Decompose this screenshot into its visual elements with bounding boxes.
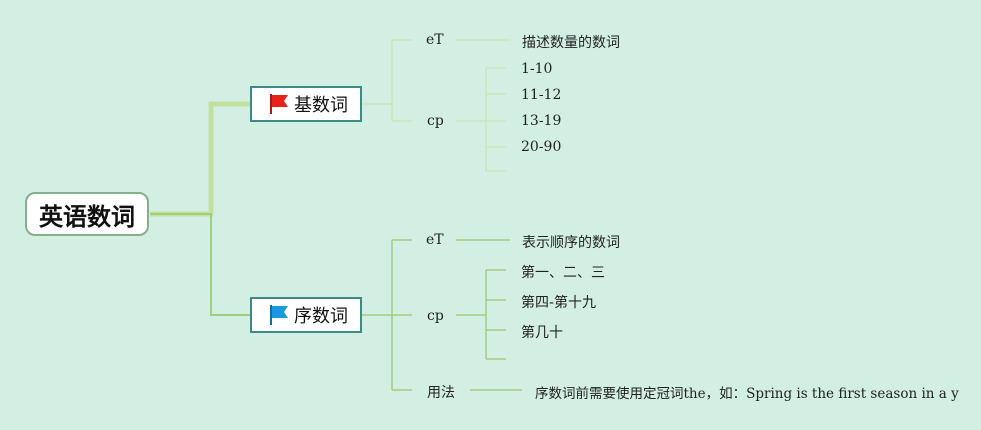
leaf-ordinal-definition[interactable]: 表示顺序的数词 <box>522 232 620 252</box>
blue-flag-icon <box>270 305 288 325</box>
leaf-label: 描述数量的数词 <box>522 35 620 51</box>
root-topic[interactable]: 英语数词 <box>25 192 149 236</box>
subtopic-ordinal-usage[interactable]: 用法 <box>427 382 455 402</box>
root-topic-label: 英语数词 <box>39 202 135 231</box>
subtopic-ordinal-cp[interactable]: cp <box>427 308 444 324</box>
connector-root-to-cardinal <box>150 101 250 217</box>
leaf-cardinal-range-2[interactable]: 11-12 <box>521 87 561 103</box>
subtopic-cardinal-et[interactable]: eT <box>426 32 444 48</box>
topic-cardinal-label: 基数词 <box>294 95 348 116</box>
leaf-cardinal-definition[interactable]: 描述数量的数词 <box>522 32 620 52</box>
subtopic-label: eT <box>426 32 444 48</box>
subtopic-label: cp <box>427 308 444 324</box>
leaf-ordinal-form-3[interactable]: 第几十 <box>521 322 563 342</box>
leaf-label: 1-10 <box>521 61 553 77</box>
topic-ordinal-numbers[interactable]: 序数词 <box>250 297 362 333</box>
leaf-label: 20-90 <box>521 139 562 155</box>
leaf-label: 第四-第十九 <box>521 295 597 311</box>
leaf-ordinal-usage[interactable]: 序数词前需要使用定冠词the，如：Spring is the first sea… <box>535 382 959 402</box>
leaf-label: 序数词前需要使用定冠词the，如：Spring is the first sea… <box>535 386 959 402</box>
subtopic-label: eT <box>426 232 444 248</box>
leaf-ordinal-form-1[interactable]: 第一、二、三 <box>521 262 605 282</box>
connector-ordinal-children <box>362 239 412 391</box>
subtopic-cardinal-cp[interactable]: cp <box>427 113 444 129</box>
leaf-cardinal-range-3[interactable]: 13-19 <box>521 113 561 129</box>
connector-root-to-ordinal <box>150 213 250 316</box>
red-flag-icon <box>270 94 288 114</box>
leaf-cardinal-range-4[interactable]: 20-90 <box>521 139 561 155</box>
leaf-label: 第几十 <box>521 325 563 341</box>
leaf-cardinal-range-1[interactable]: 1-10 <box>521 61 552 77</box>
subtopic-ordinal-et[interactable]: eT <box>426 232 444 248</box>
connector-cardinal-cp-leaves <box>456 67 506 172</box>
leaf-ordinal-form-2[interactable]: 第四-第十九 <box>521 292 596 312</box>
leaf-label: 第一、二、三 <box>521 265 605 281</box>
topic-ordinal-label: 序数词 <box>294 306 348 327</box>
leaf-label: 13-19 <box>521 113 562 129</box>
red-flag-icon-cloth <box>272 95 288 107</box>
leaf-label: 11-12 <box>521 87 562 103</box>
leaf-label: 表示顺序的数词 <box>522 235 620 251</box>
connector-cardinal-children <box>362 39 412 122</box>
subtopic-label: cp <box>427 113 444 129</box>
blue-flag-icon-cloth <box>272 306 288 318</box>
connector-ordinal-cp-leaves <box>456 269 506 360</box>
subtopic-label: 用法 <box>427 385 455 401</box>
topic-cardinal-numbers[interactable]: 基数词 <box>250 86 362 122</box>
